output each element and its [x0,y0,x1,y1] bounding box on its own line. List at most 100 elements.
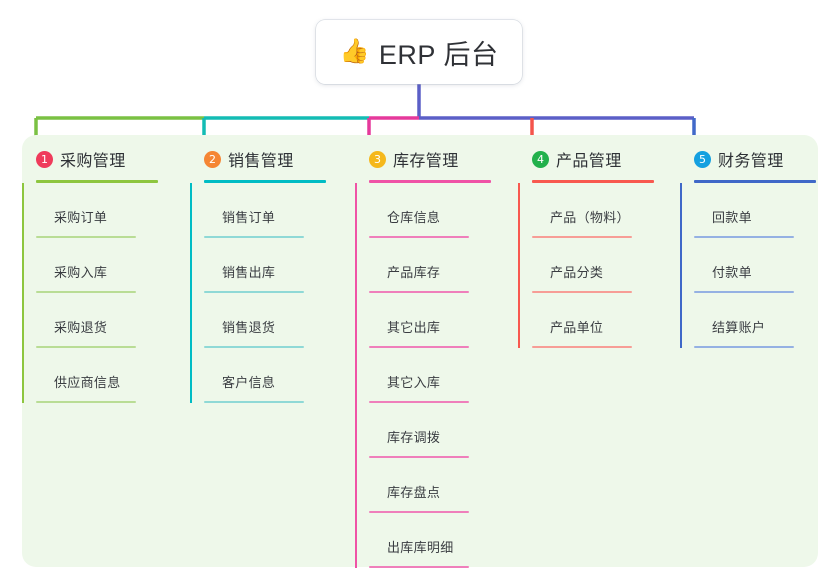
menu-item[interactable]: 销售出库 [204,238,340,293]
menu-item[interactable]: 付款单 [694,238,830,293]
menu-item-rule [369,456,469,458]
menu-item[interactable]: 采购订单 [36,183,172,238]
menu-item-label: 采购订单 [54,210,108,225]
column-rule-4 [532,180,654,183]
menu-item[interactable]: 产品（物料） [532,183,668,238]
root-title-text: ERP 后台 [378,39,499,70]
menu-item-label: 产品库存 [387,265,441,280]
menu-item-rule [694,291,794,293]
menu-item[interactable]: 产品分类 [532,238,668,293]
menu-item-label: 其它出库 [387,320,441,335]
menu-item-rule [532,291,632,293]
column-spine-5 [680,183,682,348]
menu-item[interactable]: 库存调拨 [369,403,505,458]
column-badge-4: 4 [532,150,549,168]
column-items-3: 仓库信息产品库存其它出库其它入库库存调拨库存盘点出库库明细 [355,183,505,568]
menu-item-rule [204,346,304,348]
column-items-1: 采购订单采购入库采购退货供应商信息 [22,183,172,403]
menu-item-label: 产品（物料） [550,210,630,225]
menu-item[interactable]: 销售退货 [204,293,340,348]
menu-item-label: 销售订单 [222,210,276,225]
column-items-2: 销售订单销售出库销售退货客户信息 [190,183,340,403]
menu-item[interactable]: 采购退货 [36,293,172,348]
menu-item-rule [204,401,304,403]
menu-item[interactable]: 供应商信息 [36,348,172,403]
menu-item-rule [694,346,794,348]
column-badge-1: 1 [36,150,53,168]
column-items-5: 回款单付款单结算账户 [680,183,830,348]
column-title-4: 产品管理 [556,153,622,170]
root-title: 👍 ERP 后台 [340,33,499,72]
menu-item-rule [369,511,469,513]
menu-item[interactable]: 结算账户 [694,293,830,348]
column-spine-2 [190,183,192,403]
menu-item-label: 库存调拨 [387,430,441,445]
menu-item-label: 销售退货 [222,320,276,335]
column-spine-1 [22,183,24,403]
column-5: 5 财务管理回款单付款单结算账户 [680,146,830,348]
menu-item-label: 库存盘点 [387,485,441,500]
menu-item-rule [532,236,632,238]
menu-item-rule [204,291,304,293]
column-header-5[interactable]: 5 财务管理 [680,146,830,172]
column-title-1: 采购管理 [60,153,126,170]
menu-item-rule [369,291,469,293]
menu-item-label: 供应商信息 [54,375,121,390]
column-rule-2 [204,180,326,183]
menu-item-rule [369,346,469,348]
menu-item-label: 客户信息 [222,375,276,390]
menu-item[interactable]: 销售订单 [204,183,340,238]
menu-item[interactable]: 采购入库 [36,238,172,293]
menu-item[interactable]: 其它入库 [369,348,505,403]
menu-item-rule [36,291,136,293]
menu-item-label: 其它入库 [387,375,441,390]
menu-item[interactable]: 出库库明细 [369,513,505,568]
menu-item-label: 采购退货 [54,320,108,335]
column-rule-3 [369,180,491,183]
column-items-4: 产品（物料） 产品分类产品单位 [518,183,668,348]
column-header-2[interactable]: 2 销售管理 [190,146,340,172]
menu-item[interactable]: 产品库存 [369,238,505,293]
menu-item-label: 付款单 [712,265,752,280]
menu-item-rule [36,401,136,403]
menu-item-label: 产品单位 [550,320,604,335]
column-rule-1 [36,180,158,183]
column-1: 1 采购管理采购订单采购入库采购退货供应商信息 [22,146,172,403]
menu-item-rule [36,346,136,348]
column-badge-5: 5 [694,150,711,168]
column-4: 4 产品管理产品（物料） 产品分类产品单位 [518,146,668,348]
menu-item-rule [369,236,469,238]
column-spine-3 [355,183,357,568]
menu-item-rule [369,566,469,568]
menu-item-label: 回款单 [712,210,752,225]
menu-item[interactable]: 库存盘点 [369,458,505,513]
menu-item-label: 销售出库 [222,265,276,280]
diagram-panel [22,135,818,567]
menu-item-label: 产品分类 [550,265,604,280]
menu-item-rule [36,236,136,238]
menu-item[interactable]: 客户信息 [204,348,340,403]
column-2: 2 销售管理销售订单销售出库销售退货客户信息 [190,146,340,403]
thumbs-up-icon: 👍 [339,38,370,65]
column-rule-5 [694,180,816,183]
menu-item-label: 仓库信息 [387,210,441,225]
menu-item[interactable]: 其它出库 [369,293,505,348]
menu-item-rule [204,236,304,238]
column-title-5: 财务管理 [718,153,784,170]
menu-item-label: 结算账户 [712,320,766,335]
menu-item[interactable]: 仓库信息 [369,183,505,238]
menu-item-rule [694,236,794,238]
menu-item-rule [532,346,632,348]
menu-item-rule [369,401,469,403]
column-spine-4 [518,183,520,348]
column-header-4[interactable]: 4 产品管理 [518,146,668,172]
column-header-1[interactable]: 1 采购管理 [22,146,172,172]
menu-item[interactable]: 产品单位 [532,293,668,348]
menu-item[interactable]: 回款单 [694,183,830,238]
column-badge-2: 2 [204,150,221,168]
menu-item-label: 出库库明细 [387,540,454,555]
column-title-2: 销售管理 [228,153,294,170]
column-badge-3: 3 [369,150,386,168]
